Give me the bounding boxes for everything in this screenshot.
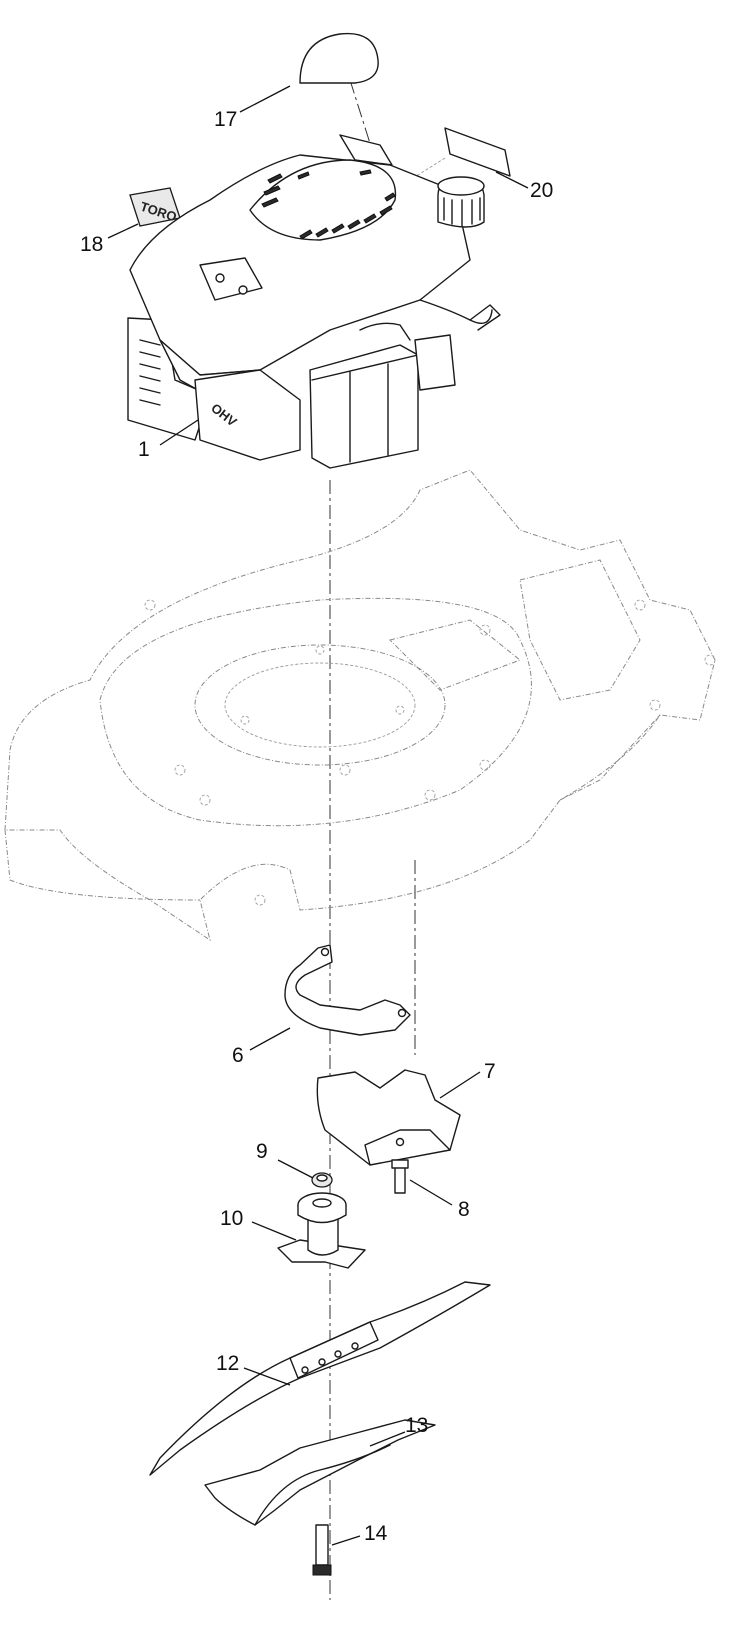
callout-7: 7 [484, 1060, 496, 1083]
callout-20: 20 [530, 179, 553, 202]
callout-9: 9 [256, 1140, 268, 1163]
part-1-engine: OHV [127, 134, 501, 469]
callout-10: 10 [220, 1207, 243, 1230]
part-9-nut [311, 1172, 333, 1188]
part-12-blade [149, 1281, 491, 1476]
callout-6: 6 [232, 1044, 244, 1067]
callout-17: 17 [214, 108, 237, 131]
callout-12: 12 [216, 1352, 239, 1375]
callout-18: 18 [80, 233, 103, 256]
part-6-baffle [284, 944, 411, 1036]
part-10-adapter [277, 1192, 366, 1269]
callout-8: 8 [458, 1198, 470, 1221]
part-7-shield [316, 1069, 461, 1166]
callout-1: 1 [138, 438, 150, 461]
leader-lines [107, 85, 529, 1546]
callout-13: 13 [405, 1414, 428, 1437]
part-8-screw [391, 1159, 409, 1194]
part-18-toro-decal: TORO [129, 187, 181, 227]
part-20-fuel-label [409, 127, 511, 181]
callout-labels: 17 18 20 1 6 7 8 9 10 12 13 14 [80, 108, 553, 1545]
part-13-mulching-insert [204, 1419, 436, 1526]
mower-deck-phantom [4, 469, 716, 942]
part-14-blade-bolt [312, 1524, 332, 1576]
part-17-cap [299, 32, 379, 84]
callout-14: 14 [364, 1522, 388, 1545]
